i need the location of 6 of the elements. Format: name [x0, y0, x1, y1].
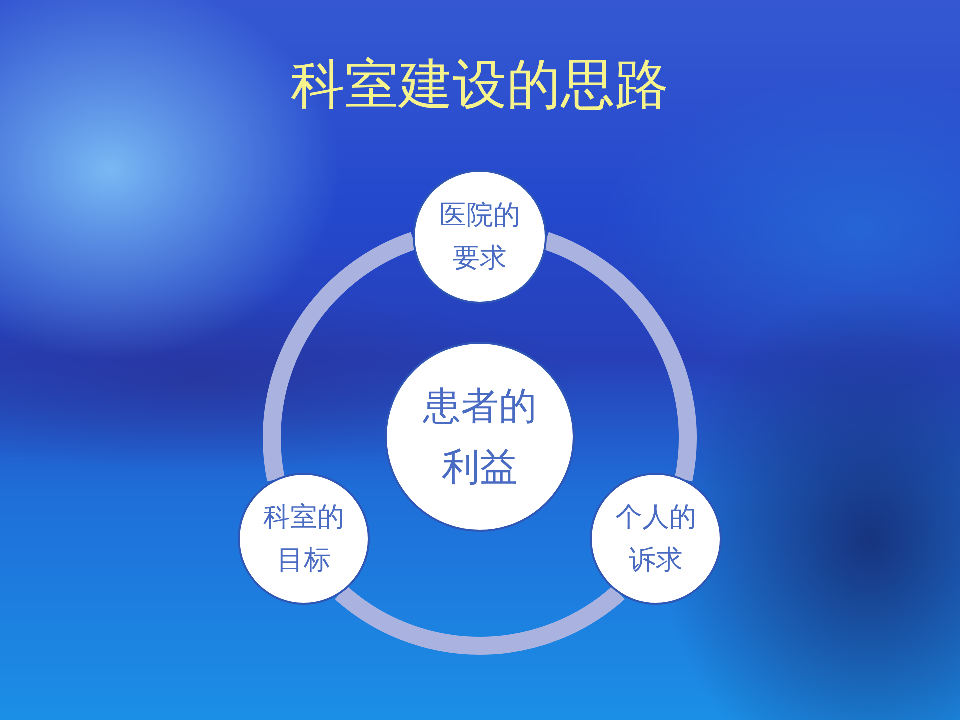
circle-node: 医院的要求: [413, 170, 547, 304]
ring-arc: [336, 586, 624, 655]
circle-node: 科室的目标: [238, 473, 370, 605]
slide-title: 科室建设的思路: [291, 52, 669, 118]
circle-node: 个人的诉求: [590, 473, 722, 605]
circle-node: 患者的利益: [385, 342, 575, 532]
